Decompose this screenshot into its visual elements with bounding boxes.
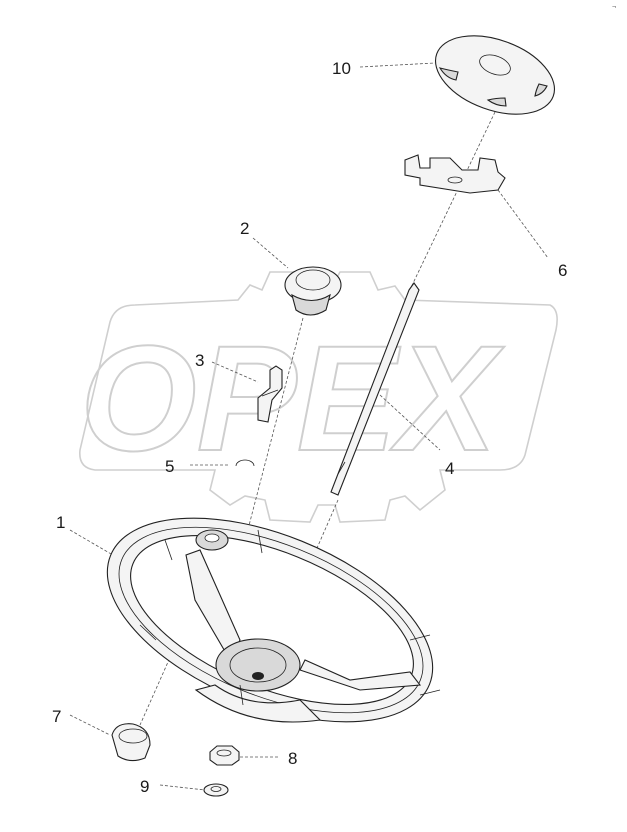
watermark-text: OPEX [80, 314, 505, 482]
part-6-bracket[interactable] [404, 154, 506, 194]
callout-9: 9 [140, 777, 149, 796]
callout-1: 1 [56, 513, 65, 532]
part-8-hex-nut[interactable] [209, 745, 240, 766]
watermark-gear-logo: OPEX [78, 271, 558, 523]
callout-10: 10 [332, 59, 351, 78]
callout-5: 5 [165, 457, 174, 476]
part-4-shaft[interactable] [330, 282, 420, 496]
callout-labels: 10 6 2 3 5 4 1 7 8 9 [52, 59, 567, 796]
part-3-pin[interactable] [257, 365, 283, 423]
part-5-snap-ring[interactable] [235, 459, 255, 467]
callout-6: 6 [558, 261, 567, 280]
callout-8: 8 [288, 749, 297, 768]
part-9-washer[interactable] [203, 783, 229, 797]
part-7-cap-nut[interactable] [111, 723, 151, 762]
part-2-hub-cover[interactable] [284, 266, 342, 316]
callout-7: 7 [52, 707, 61, 726]
part-1-steering-wheel[interactable] [79, 477, 462, 763]
callout-4: 4 [445, 459, 454, 478]
corner-mark: ¬ [612, 4, 616, 11]
callout-3: 3 [195, 351, 204, 370]
callout-2: 2 [240, 219, 249, 238]
part-10-horn-cap[interactable] [425, 21, 565, 129]
